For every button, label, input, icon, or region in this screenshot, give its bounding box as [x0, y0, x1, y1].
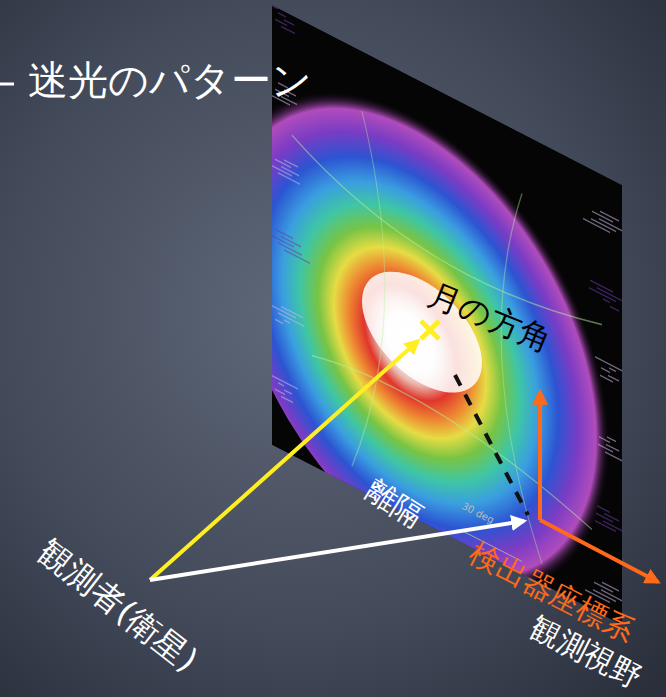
slide-title: 迷光のパターン [28, 58, 312, 102]
bullet-mark [0, 83, 14, 86]
moon-cross [421, 321, 439, 339]
dashed-offset [455, 375, 528, 515]
fov-vector [150, 521, 524, 580]
detector-axis-y [538, 392, 542, 520]
detector-axis-x [540, 520, 658, 582]
